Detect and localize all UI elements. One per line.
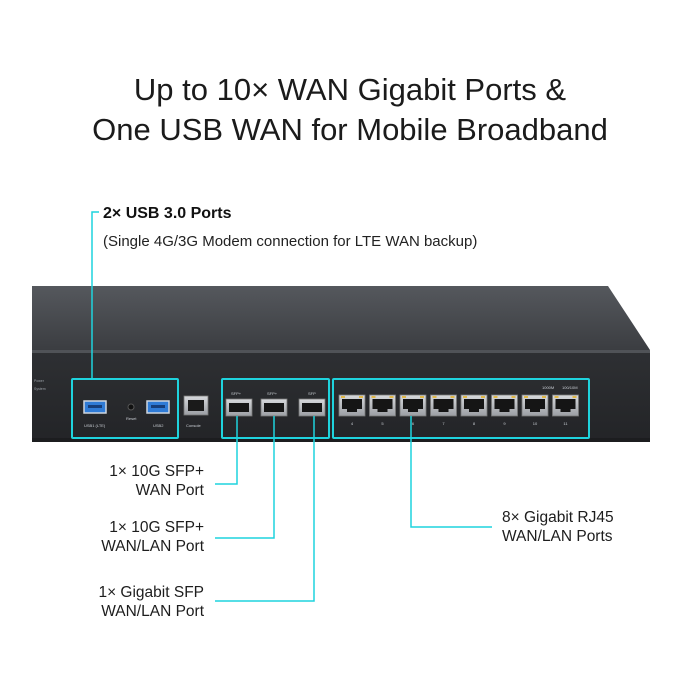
rj45-port-socket — [372, 399, 393, 412]
rj45-port-number: 11 — [563, 421, 568, 426]
usb-highlight-box — [71, 378, 179, 439]
usb1-label: USB1 (LTE) — [84, 423, 106, 428]
rj45-led — [542, 396, 546, 398]
rj45-port-number: 4 — [351, 421, 354, 426]
callout-sfp-wan-line-1: 1× 10G SFP+ — [109, 463, 204, 480]
headline: Up to 10× WAN Gigabit Ports & One USB WA… — [0, 70, 700, 150]
rj45-led — [389, 396, 394, 398]
rj45-port-socket — [464, 399, 484, 412]
sfp-plus-2-label: SFP+ — [267, 391, 278, 396]
rj45-port-number: 8 — [473, 421, 476, 426]
rj45-port-socket — [342, 399, 362, 412]
callout-sfp-wanlan-line-2: WAN/LAN Port — [101, 538, 204, 555]
callout-sfp-wan: 1× 10G SFP+ WAN Port — [40, 462, 204, 500]
device-top-surface — [32, 286, 650, 350]
headline-line-2: One USB WAN for Mobile Broadband — [92, 112, 608, 147]
sfp-cage-3-hole — [302, 403, 322, 412]
rj45-highlight-box — [332, 378, 590, 439]
rj45-led — [359, 396, 363, 398]
rj45-led — [511, 396, 516, 398]
rj45-port-socket — [403, 399, 423, 412]
sfp-highlight-box — [221, 378, 330, 439]
rj45-port-number: 10 — [533, 421, 538, 426]
callout-sfp-gigabit-line-1: 1× Gigabit SFP — [98, 584, 204, 601]
leader-rj45 — [410, 416, 492, 528]
usb-callout-title: 2× USB 3.0 Ports — [103, 205, 232, 222]
rj45-port-row: 4 5 6 7 8 9 10 11 — [338, 394, 579, 426]
rj45-led — [341, 396, 345, 398]
callout-rj45-line-2: WAN/LAN Ports — [502, 528, 613, 545]
device-front-edge — [32, 350, 650, 353]
device-left-print-2: System — [34, 387, 46, 391]
console-port-hole — [188, 400, 204, 411]
rj45-led — [371, 396, 376, 398]
callout-rj45-line-1: 8× Gigabit RJ45 — [502, 509, 614, 526]
sfp-label: SFP — [308, 391, 316, 396]
rj45-port-number: 5 — [381, 421, 384, 426]
sfp-cage-1-hole — [229, 403, 249, 412]
rj45-led — [481, 396, 485, 398]
device-bottom-edge — [32, 438, 650, 442]
rj45-led — [572, 396, 577, 398]
rj45-led — [554, 396, 559, 398]
usb-port-1-slot — [88, 405, 102, 408]
usb-callout-subtitle: (Single 4G/3G Modem connection for LTE W… — [103, 233, 478, 250]
rj45-led — [463, 396, 467, 398]
device-left-print: Power — [34, 379, 45, 383]
rj45-led — [493, 396, 498, 398]
rj45-port-number: 6 — [412, 421, 415, 426]
rj45-led — [432, 396, 437, 398]
rj45-port-socket — [555, 399, 576, 412]
rj45-port-number: 7 — [442, 421, 445, 426]
led-100m-label: 100/10M — [562, 385, 578, 390]
console-label: Console — [186, 423, 201, 428]
sfp-plus-1-label: SFP+ — [231, 391, 242, 396]
usb-port-2-slot — [151, 405, 165, 408]
headline-line-1: Up to 10× WAN Gigabit Ports & — [133, 72, 567, 107]
sfp-cage-2-hole — [264, 403, 284, 412]
rj45-led — [402, 396, 406, 398]
leader-sfp-gigabit — [215, 416, 315, 602]
reset-label: Reset — [126, 416, 137, 421]
rj45-port-socket — [494, 399, 515, 412]
callout-rj45: 8× Gigabit RJ45 WAN/LAN Ports — [502, 508, 672, 546]
callout-sfp-wanlan-line-1: 1× 10G SFP+ — [109, 519, 204, 536]
callout-sfp-gigabit: 1× Gigabit SFP WAN/LAN Port — [40, 583, 204, 621]
reset-hole — [127, 403, 135, 411]
rj45-port-socket — [525, 399, 545, 412]
rj45-led — [450, 396, 455, 398]
usb2-label: USB2 — [153, 423, 164, 428]
callout-sfp-wan-line-2: WAN Port — [135, 482, 204, 499]
leader-usb — [91, 211, 99, 380]
rj45-port-socket — [433, 399, 454, 412]
leader-sfp-wanlan — [215, 416, 275, 539]
callout-sfp-gigabit-line-2: WAN/LAN Port — [101, 603, 204, 620]
rj45-led — [524, 396, 528, 398]
rj45-port-number: 9 — [503, 421, 506, 426]
led-1000m-label: 1000M — [542, 385, 554, 390]
callout-sfp-wanlan: 1× 10G SFP+ WAN/LAN Port — [40, 518, 204, 556]
rj45-led — [420, 396, 424, 398]
leader-sfp-wan — [215, 416, 238, 485]
